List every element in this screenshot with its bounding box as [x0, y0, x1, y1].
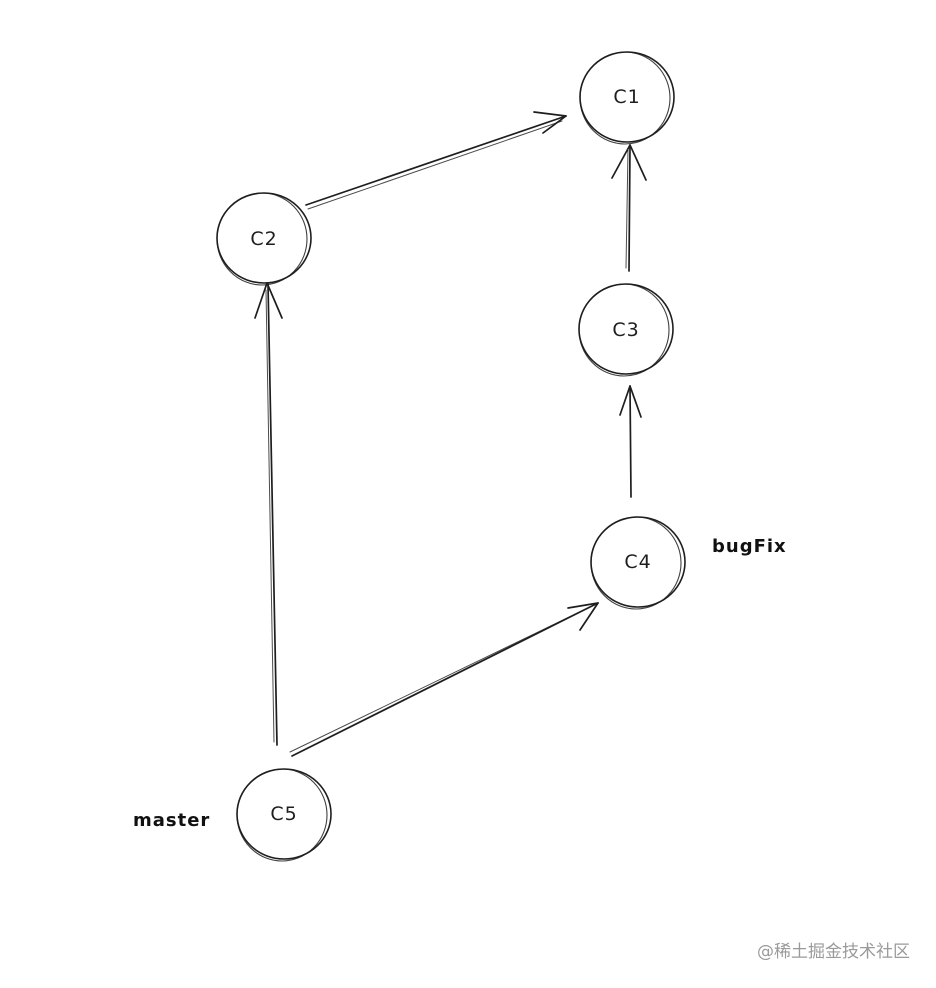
- commit-node-c5: C5: [236, 768, 332, 862]
- commit-node-c1: C1: [579, 51, 675, 145]
- commit-label-c2: C2: [250, 228, 277, 250]
- commit-node-c2: C2: [216, 192, 312, 286]
- commit-label-c3: C3: [612, 319, 639, 341]
- edge-c5-to-c4: [289, 602, 599, 757]
- watermark: @稀土掘金技术社区: [757, 942, 910, 962]
- edge-c2-to-c1: [305, 111, 567, 210]
- commit-label-c5: C5: [270, 803, 297, 825]
- commit-label-c1: C1: [613, 86, 640, 108]
- edge-c3-to-c1: [611, 144, 647, 272]
- edge-c4-to-c3: [619, 385, 642, 498]
- commit-node-c4: C4: [590, 516, 686, 610]
- commit-label-c4: C4: [624, 551, 651, 573]
- edge-c5-to-c2: [254, 282, 283, 746]
- commit-node-c3: C3: [578, 283, 674, 377]
- branch-label-master: master: [133, 810, 210, 831]
- branch-label-bugfix: bugFix: [712, 536, 787, 557]
